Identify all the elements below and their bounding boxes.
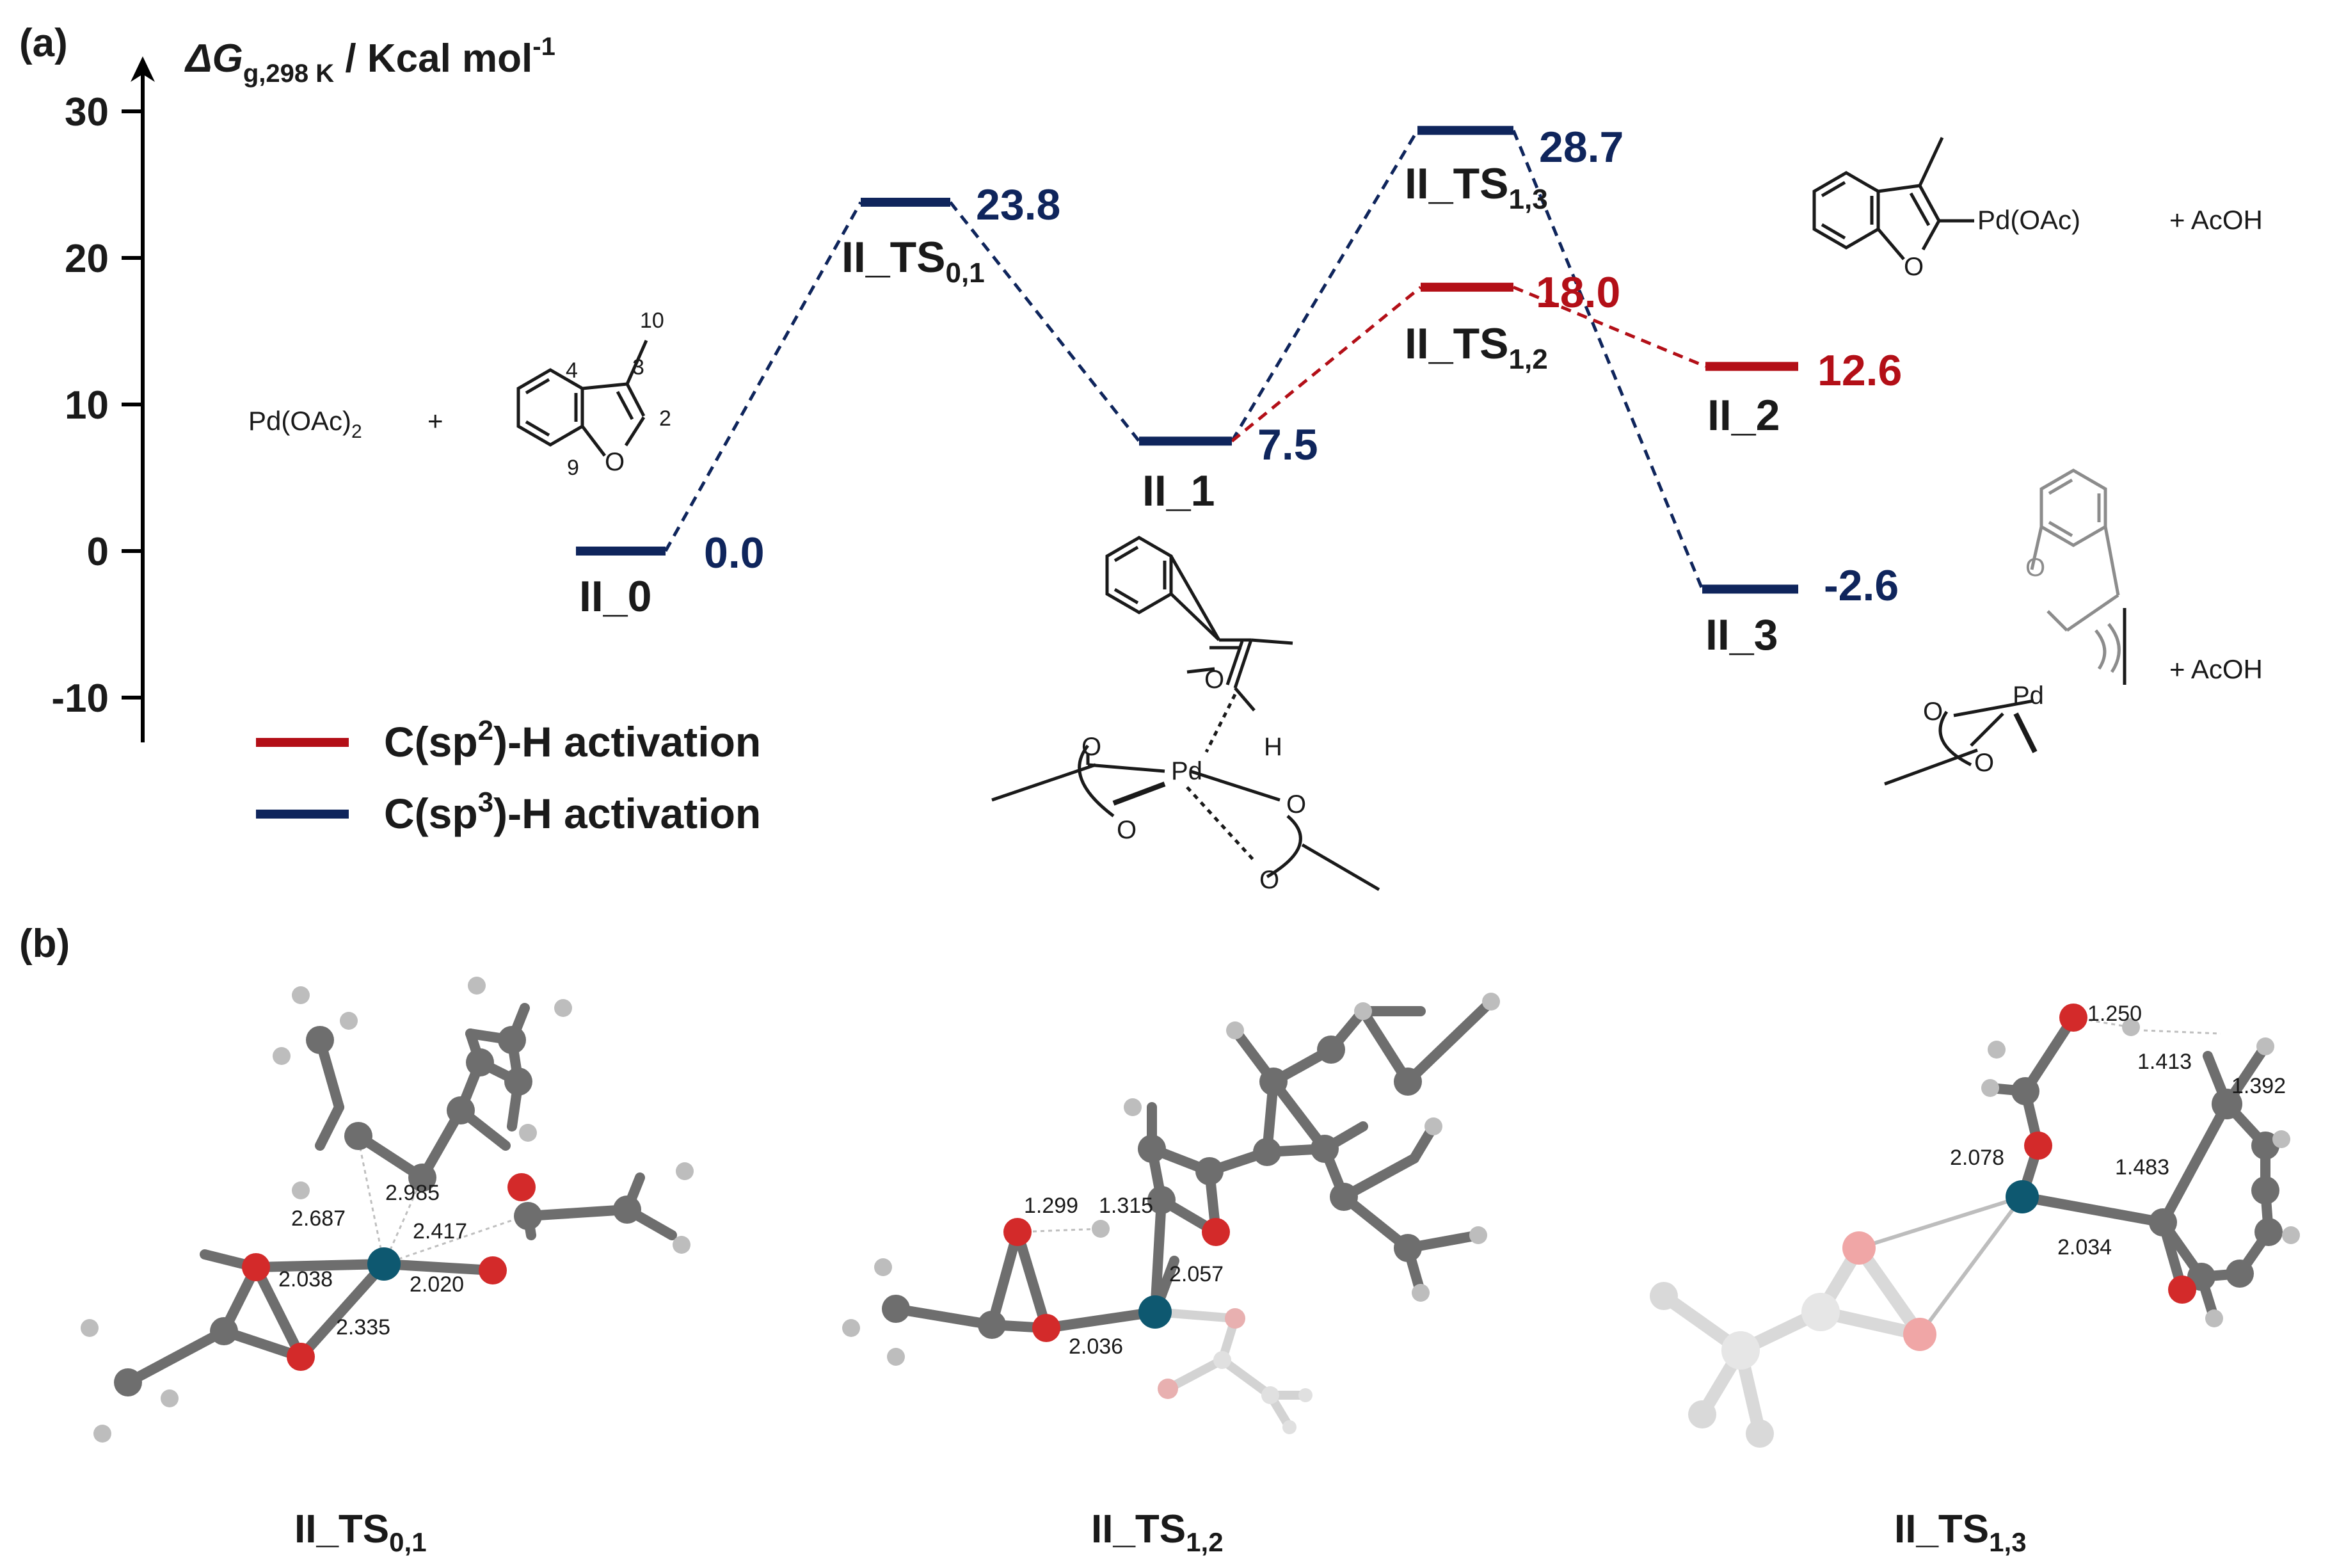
y-tick-label-4: -10 bbox=[51, 676, 109, 721]
intermediate-oxygen-1: O bbox=[1081, 733, 1101, 761]
panel-label-b: (b) bbox=[19, 922, 70, 966]
intermediate-oxygen-2: O bbox=[1117, 816, 1137, 844]
reactant-pd-label: Pd(OAc)2 bbox=[248, 406, 362, 442]
ts01-distance-4: 2.038 bbox=[278, 1267, 333, 1292]
product-3-pd-ligand bbox=[1884, 608, 2127, 786]
state-label-II_2: II_2 bbox=[1707, 391, 1780, 440]
ts01-caption: II_TS0,1 bbox=[294, 1507, 427, 1557]
ts01-structure: 2.687 2.985 2.417 2.038 2.020 2.335 bbox=[81, 977, 694, 1443]
y-tick-label-3: 0 bbox=[87, 530, 109, 574]
reactant-structure bbox=[516, 339, 648, 457]
ts01-distance-6: 2.335 bbox=[336, 1315, 390, 1340]
value-label-II_2: 12.6 bbox=[1817, 346, 1902, 395]
value-label-TS12: 18.0 bbox=[1536, 268, 1620, 317]
y-axis-label-superscript: -1 bbox=[532, 33, 555, 61]
product-3-oxygen-1: O bbox=[1923, 698, 1943, 726]
y-tick-label-2: 10 bbox=[65, 383, 109, 428]
intermediate-oxygen-4: O bbox=[1259, 866, 1279, 894]
ts01-distance-5: 2.020 bbox=[410, 1272, 464, 1297]
ts13-distance-1: 1.250 bbox=[2087, 1002, 2142, 1026]
atom-number-10: 10 bbox=[640, 308, 664, 333]
y-axis-label-subscript: g,298 K bbox=[243, 60, 334, 88]
state-label-II_1: II_1 bbox=[1142, 467, 1215, 515]
panel-label-a: (a) bbox=[19, 21, 68, 65]
path-sp2-segment-1 bbox=[1513, 285, 1706, 368]
ts13-caption: II_TS1,3 bbox=[1894, 1507, 2027, 1557]
ts13-distance-3: 1.392 bbox=[2231, 1074, 2286, 1098]
reactant-oxygen: O bbox=[605, 448, 625, 476]
ts12-distance-1: 1.299 bbox=[1024, 1194, 1078, 1218]
energy-levels: 0.0II_0 23.8II_TS0,1 7.5II_1 28.7II_TS1,3 18… bbox=[576, 123, 1902, 659]
value-label-TS01: 23.8 bbox=[976, 180, 1060, 229]
ts13-structure: 1.250 1.413 1.392 2.078 1.483 2.034 bbox=[1650, 1002, 2300, 1448]
ts13-distance-6: 2.034 bbox=[2057, 1235, 2112, 1260]
y-axis-label-unit: / Kcal mol bbox=[334, 36, 532, 81]
path-sp3-segment-0 bbox=[664, 201, 863, 552]
y-axis bbox=[131, 56, 155, 742]
legend-label-1: C(sp3)-H activation bbox=[384, 787, 761, 837]
reactant-plus: + bbox=[427, 406, 443, 436]
product-3-acoh: + AcOH bbox=[2169, 654, 2263, 684]
product-3-palladium: Pd bbox=[2013, 682, 2044, 710]
intermediate-oxygen-ring: O bbox=[1204, 666, 1224, 694]
atom-number-4: 4 bbox=[566, 358, 578, 383]
intermediate-oxygen-3: O bbox=[1286, 790, 1306, 819]
y-axis-label: ΔGg,298 K / Kcal mol-1 bbox=[184, 33, 555, 88]
ts01-distance-1: 2.687 bbox=[291, 1206, 346, 1231]
y-tick-label-1: 20 bbox=[65, 237, 109, 281]
y-axis-label-symbol: ΔG bbox=[184, 36, 243, 81]
ts13-distance-5: 1.483 bbox=[2115, 1155, 2169, 1180]
product-2-structure bbox=[1812, 136, 1974, 260]
intermediate-palladium: Pd bbox=[1171, 757, 1202, 785]
ts12-distance-3: 2.057 bbox=[1169, 1262, 1224, 1286]
ts12-caption: II_TS1,2 bbox=[1091, 1507, 1224, 1557]
path-sp3-segment-3 bbox=[1512, 129, 1704, 590]
state-label-TS13: II_TS1,3 bbox=[1405, 159, 1548, 215]
product-2-pd-group: Pd(OAc) bbox=[1977, 205, 2080, 235]
ts01-distance-2: 2.985 bbox=[385, 1181, 440, 1205]
value-label-II_0: 0.0 bbox=[704, 529, 765, 577]
value-label-TS13: 28.7 bbox=[1539, 123, 1624, 172]
atom-number-2: 2 bbox=[659, 406, 671, 431]
state-label-TS01: II_TS0,1 bbox=[842, 233, 985, 289]
ts12-distance-2: 1.315 bbox=[1099, 1194, 1153, 1218]
ts12-structure: 1.299 1.315 2.057 2.036 bbox=[842, 993, 1500, 1434]
intermediate-structure bbox=[991, 536, 1380, 892]
atom-number-9: 9 bbox=[567, 456, 579, 480]
intermediate-acetate-ring bbox=[1078, 744, 1302, 879]
product-3-oxygen-2: O bbox=[1974, 749, 1994, 777]
value-label-II_3: -2.6 bbox=[1824, 561, 1899, 610]
ts12-distance-4: 2.036 bbox=[1069, 1334, 1123, 1359]
ts13-distance-2: 1.413 bbox=[2137, 1050, 2192, 1074]
path-sp3-segment-1 bbox=[949, 201, 1140, 442]
state-label-II_0: II_0 bbox=[579, 572, 651, 621]
y-axis-arrowhead bbox=[131, 56, 155, 82]
product-3-oxygen: O bbox=[2025, 554, 2045, 582]
value-label-II_1: 7.5 bbox=[1257, 420, 1318, 469]
y-axis-ticks: 30 20 10 0 -10 bbox=[51, 90, 143, 721]
legend-label-0: C(sp2)-H activation bbox=[384, 715, 761, 765]
product-2-oxygen: O bbox=[1904, 253, 1924, 281]
intermediate-hydrogen: H bbox=[1264, 733, 1282, 761]
product-2-acoh: + AcOH bbox=[2169, 205, 2263, 235]
reaction-paths bbox=[664, 129, 1706, 590]
state-label-TS12: II_TS1,2 bbox=[1405, 319, 1548, 375]
state-label-II_3: II_3 bbox=[1705, 611, 1778, 659]
atom-number-3: 3 bbox=[632, 355, 644, 380]
path-sp3-segment-2 bbox=[1230, 129, 1419, 442]
path-sp2-segment-0 bbox=[1231, 285, 1422, 443]
ts01-distance-3: 2.417 bbox=[413, 1219, 467, 1244]
y-tick-label-0: 30 bbox=[65, 90, 109, 134]
product-3-structure bbox=[2030, 468, 2121, 673]
ts13-distance-4: 2.078 bbox=[1950, 1146, 2004, 1170]
